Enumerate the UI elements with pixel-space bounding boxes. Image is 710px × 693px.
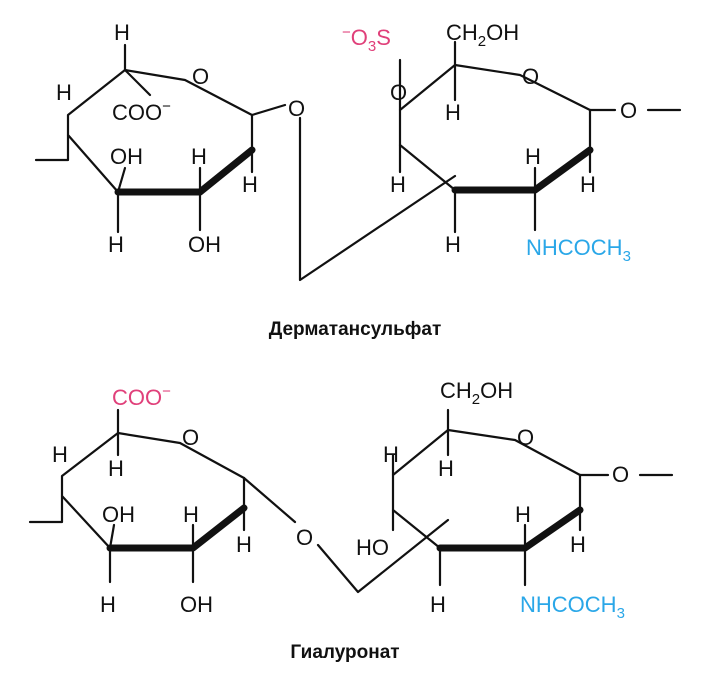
bridge-oxygen-label: O <box>296 525 313 550</box>
h-label: H <box>445 100 461 125</box>
ch2oh-label: CH2OH <box>446 20 519 50</box>
h-label: H <box>108 232 124 257</box>
carboxylate-label: COO− <box>112 98 171 125</box>
acetamido-label: NHCOCH3 <box>520 592 625 622</box>
h-label: H <box>390 172 406 197</box>
glucuronate-ring <box>28 408 297 584</box>
h-label: H <box>100 592 116 617</box>
h-label: H <box>515 502 531 527</box>
glycosidic-link-top <box>298 116 457 282</box>
ring-oxygen-label: O <box>192 64 209 89</box>
bridge-oxygen-label: O <box>620 98 637 123</box>
acetamido-label: NHCOCH3 <box>526 235 631 265</box>
h-label: H <box>183 502 199 527</box>
h-label: H <box>525 144 541 169</box>
bridge-oxygen-label: O <box>612 462 629 487</box>
caption-dermatan-sulfate: Дерматансульфат <box>269 319 442 340</box>
dermatan-sulfate-structure <box>34 40 682 282</box>
bridge-oxygen-label: O <box>288 96 305 121</box>
h-label: H <box>438 456 454 481</box>
h-label: H <box>191 144 207 169</box>
iduronate-ring <box>34 43 287 234</box>
hydroxyl-label: HO <box>356 535 389 560</box>
h-label: H <box>445 232 461 257</box>
glycosidic-link-bottom <box>316 518 450 594</box>
hydroxyl-label: OH <box>102 502 135 527</box>
ring-oxygen-label: O <box>522 64 539 89</box>
h-label: H <box>242 172 258 197</box>
h-label: H <box>570 532 586 557</box>
h-label: H <box>108 456 124 481</box>
ring-oxygen-label: O <box>182 425 199 450</box>
h-label: H <box>52 442 68 467</box>
sulfate-label: −O3S <box>342 24 391 55</box>
hydroxyl-label: OH <box>180 592 213 617</box>
hydroxyl-label: OH <box>110 144 143 169</box>
h-label: H <box>236 532 252 557</box>
hyaluronate-structure <box>28 408 674 594</box>
caption-hyaluronate: Гиалуронат <box>290 642 399 663</box>
hydroxyl-label: OH <box>188 232 221 257</box>
sulfate-oxygen-label: O <box>390 80 407 105</box>
ring-oxygen-label: O <box>517 425 534 450</box>
h-label: H <box>56 80 72 105</box>
glcnac-ring <box>391 408 674 587</box>
h-label: H <box>430 592 446 617</box>
carboxylate-label: COO− <box>112 383 171 410</box>
ch2oh-label: CH2OH <box>440 378 513 408</box>
h-label: H <box>383 442 399 467</box>
h-label: H <box>114 20 130 45</box>
galnac-sulfate-ring <box>398 40 682 234</box>
h-label: H <box>580 172 596 197</box>
